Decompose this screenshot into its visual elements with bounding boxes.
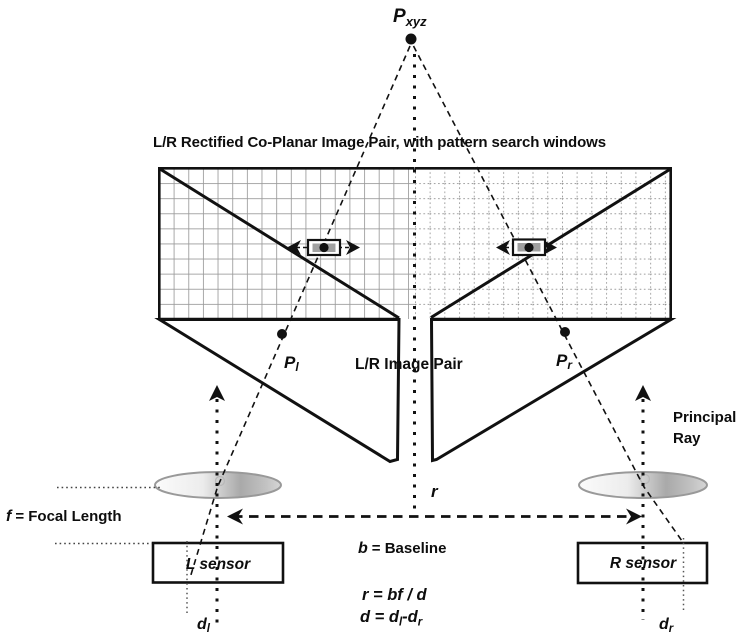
- disparity-s2: r: [418, 617, 423, 629]
- left-search-left-arrow-icon: [287, 240, 301, 255]
- diagram-title: L/R Rectified Co-Planar Image Pair, with…: [153, 134, 606, 151]
- range-formula: r = bf / d: [362, 586, 428, 604]
- right-search-right-arrow-icon: [543, 240, 557, 255]
- baseline-text: = Baseline: [372, 540, 447, 557]
- left-unrectified-image-quad: [154, 318, 401, 464]
- left-lens-center-mark: [214, 475, 226, 487]
- right-projection-ray: [412, 45, 685, 544]
- disparity-p2: -d: [402, 608, 418, 626]
- right-match-point-dot: [524, 242, 534, 253]
- image-pair-label: L/R Image Pair: [355, 356, 463, 373]
- right-search-left-arrow-icon: [496, 240, 510, 255]
- focal-length-text: = Focal Length: [15, 508, 121, 525]
- dl-sub: l: [207, 623, 211, 634]
- left-image-scene-diagonal: [159, 167, 400, 320]
- p-right-dot: [560, 327, 570, 337]
- right-search-window: [496, 238, 557, 257]
- left-rectified-image-grid: [159, 168, 415, 319]
- principal-ray-label-line2: Ray: [673, 430, 701, 447]
- right-principal-ray-arrow-icon: [635, 385, 651, 401]
- principal-ray-label-line1: Principal: [673, 409, 736, 426]
- p-xyz-label: Pxyz: [393, 6, 427, 29]
- focal-length-label: f= Focal Length: [6, 508, 122, 525]
- dr-sub: r: [669, 623, 674, 634]
- p-xyz-main: P: [393, 6, 406, 27]
- baseline-left-arrow-icon: [227, 508, 243, 525]
- disparity-formula: d = dl-dr: [360, 608, 423, 629]
- right-sensor-label: R sensor: [610, 555, 677, 572]
- left-sensor-label: L sensor: [186, 556, 251, 573]
- p-xyz-dot: [405, 33, 417, 45]
- baseline-label: b= Baseline: [358, 540, 446, 557]
- left-sensor-box: [151, 541, 285, 584]
- p-left-dot: [277, 329, 287, 339]
- left-projection-ray: [189, 45, 411, 579]
- disparity-p1: d = d: [360, 608, 400, 626]
- p-left-sub: l: [295, 360, 299, 374]
- p-right-main: P: [556, 351, 568, 370]
- right-image-scene-diagonal: [430, 167, 672, 319]
- dr-main: d: [659, 616, 670, 633]
- range-axis-label: r: [431, 482, 439, 501]
- left-match-point-dot: [319, 242, 329, 253]
- left-principal-ray-arrow-icon: [209, 385, 225, 401]
- p-xyz-sub: xyz: [405, 14, 427, 29]
- dl-label: dl: [197, 616, 211, 634]
- p-left-main: P: [284, 353, 296, 372]
- left-search-window: [287, 238, 360, 257]
- p-left-label: Pl: [284, 353, 299, 374]
- left-search-right-arrow-icon: [346, 240, 360, 255]
- right-sensor-box: [576, 541, 709, 585]
- dl-main: d: [197, 616, 208, 633]
- focal-length-var: f: [6, 508, 13, 525]
- p-right-label: Pr: [556, 351, 573, 372]
- right-unrectified-image-quad: [429, 318, 677, 463]
- baseline-right-arrow-icon: [626, 508, 642, 525]
- baseline-var: b: [358, 540, 368, 557]
- disparity-s1: l: [399, 617, 403, 629]
- dr-label: dr: [659, 616, 674, 634]
- p-right-sub: r: [567, 358, 573, 372]
